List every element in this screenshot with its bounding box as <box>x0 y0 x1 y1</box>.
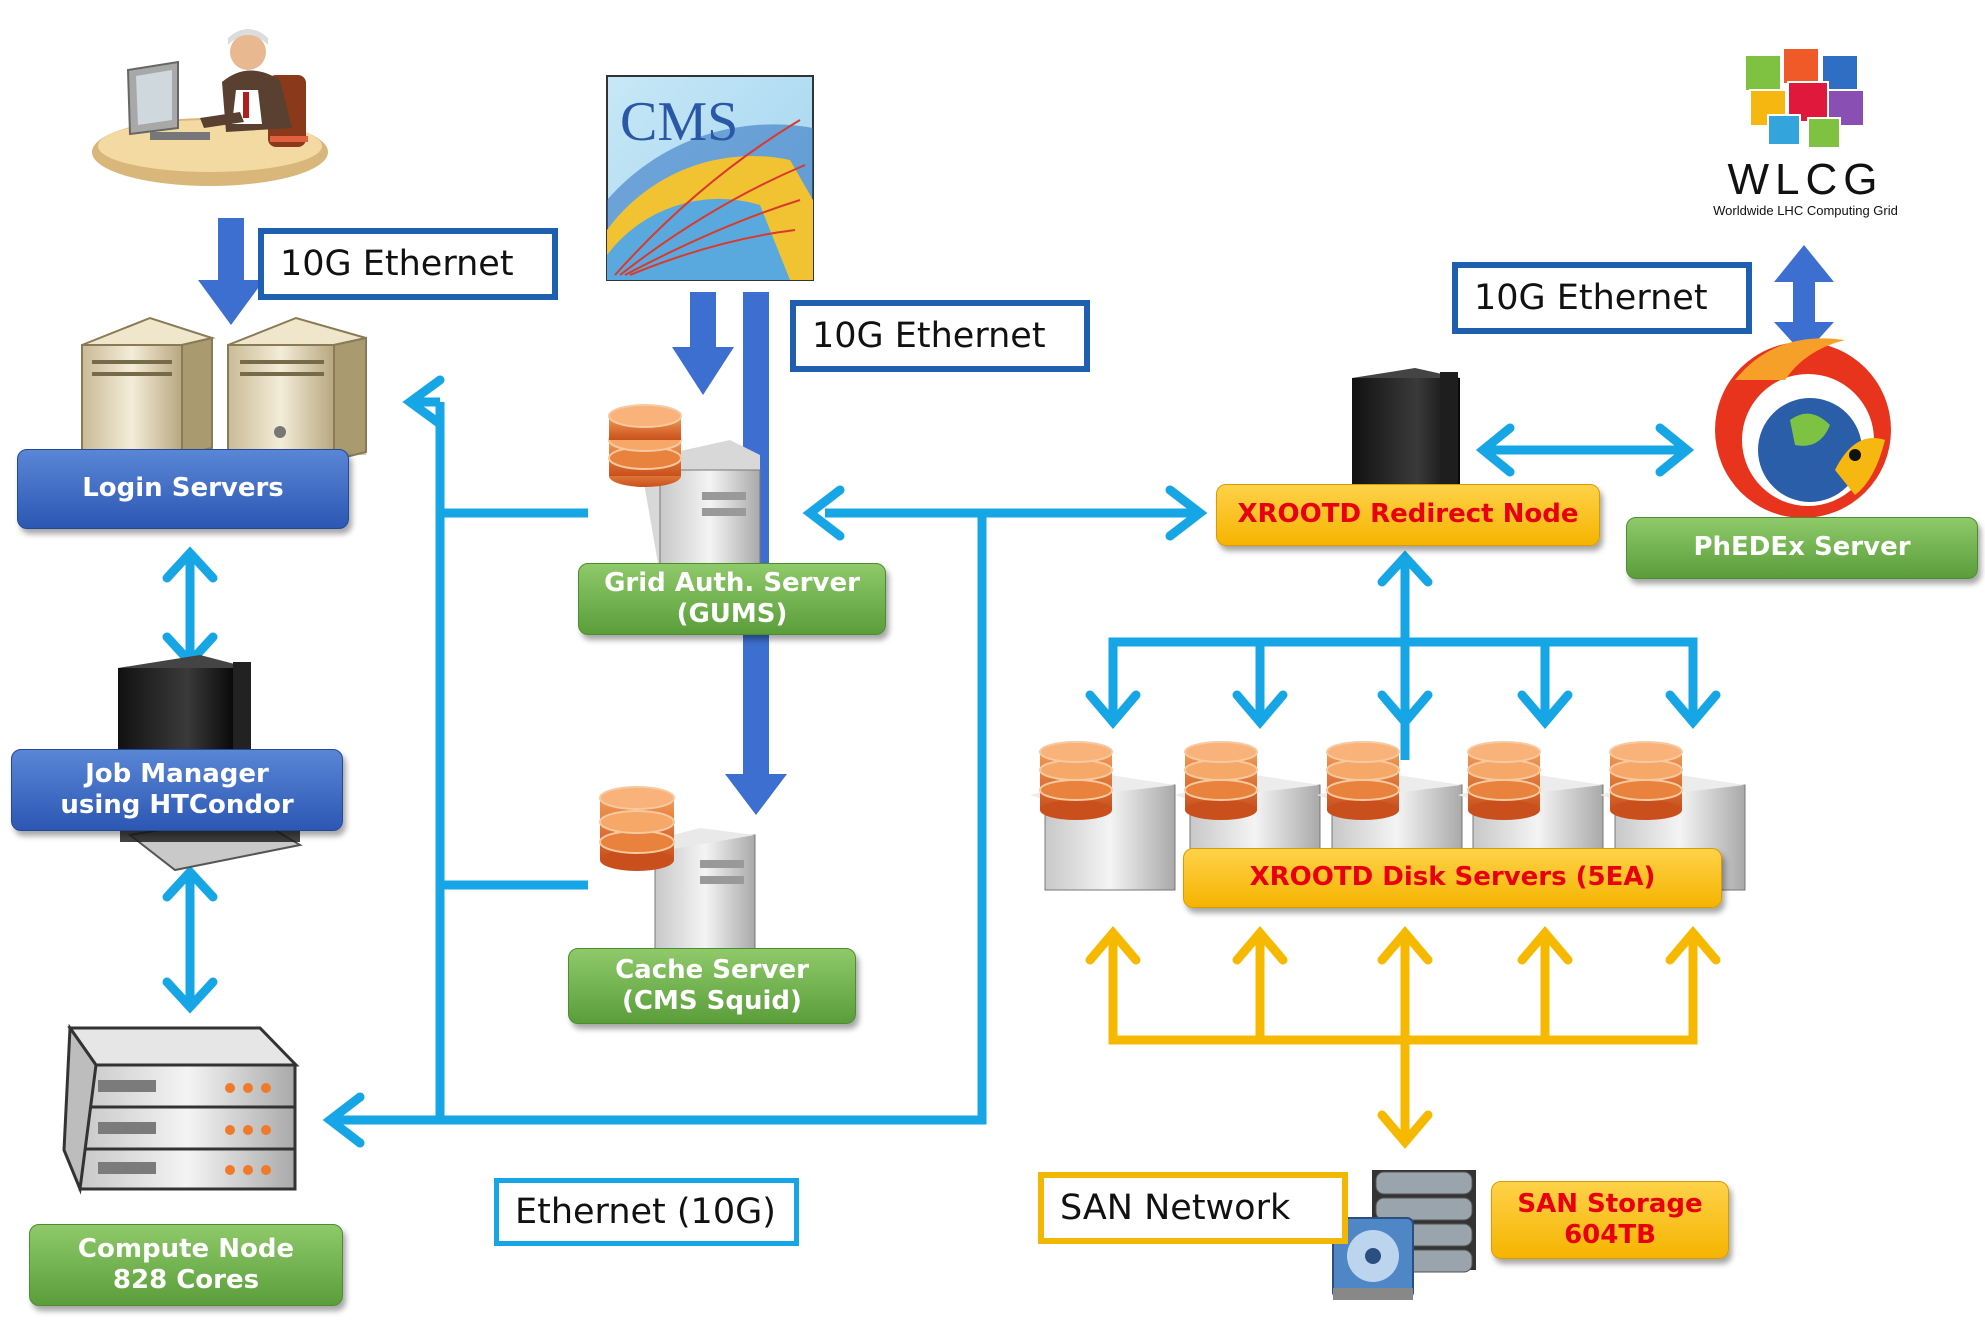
compute-node-rack-icon <box>62 1023 300 1195</box>
wlcg-wordmark: WLCG <box>1727 155 1884 204</box>
grid-auth-server-icon <box>608 404 761 576</box>
wlcg-logo-text: WLCG Worldwide LHC Computing Grid <box>1688 155 1923 218</box>
login-server-towers-icon <box>81 316 367 462</box>
cms-logo-text: CMS <box>620 91 738 153</box>
ethernet-arrowheads <box>162 375 1721 1148</box>
ethernet-user-tag: 10G Ethernet <box>258 228 558 300</box>
grid-auth-database-icon <box>608 404 682 487</box>
cms-logo: CMS <box>606 75 814 281</box>
ethernet-cms-tag: 10G Ethernet <box>790 300 1090 372</box>
san-links <box>1085 926 1721 1149</box>
job-manager-label: Job Manager using HTCondor <box>11 749 343 831</box>
san-storage-label: SAN Storage 604TB <box>1491 1181 1729 1259</box>
phedex-logo <box>1715 338 1891 518</box>
xrootd-redirect-tower-icon <box>1352 368 1460 488</box>
cache-database-icon <box>599 786 675 871</box>
cache-server-label: Cache Server (CMS Squid) <box>568 948 856 1024</box>
grid-auth-server-label: Grid Auth. Server (GUMS) <box>578 563 886 635</box>
xrootd-redirect-node-label: XROOTD Redirect Node <box>1216 484 1600 546</box>
ethernet-wlcg-tag: 10G Ethernet <box>1452 262 1752 334</box>
user-workstation-icon <box>92 29 328 186</box>
cache-server-icon <box>599 786 756 951</box>
disk-server-1 <box>1030 741 1176 891</box>
phedex-server-label: PhEDEx Server <box>1626 517 1978 579</box>
hard-disk-icon <box>1332 1217 1414 1300</box>
xrootd-disk-servers-label: XROOTD Disk Servers (5EA) <box>1183 848 1722 908</box>
wlcg-logo <box>1744 47 1865 149</box>
san-storage-icon <box>1332 1170 1476 1300</box>
wlcg-subtitle: Worldwide LHC Computing Grid <box>1713 203 1898 218</box>
ethernet-links <box>185 397 1698 1125</box>
ethernet-legend: Ethernet (10G) <box>494 1178 799 1246</box>
xrootd-disk-servers-icon <box>1030 741 1746 891</box>
login-servers-label: Login Servers <box>17 449 349 529</box>
san-network-legend: SAN Network <box>1038 1172 1348 1244</box>
compute-node-label: Compute Node 828 Cores <box>29 1224 343 1306</box>
